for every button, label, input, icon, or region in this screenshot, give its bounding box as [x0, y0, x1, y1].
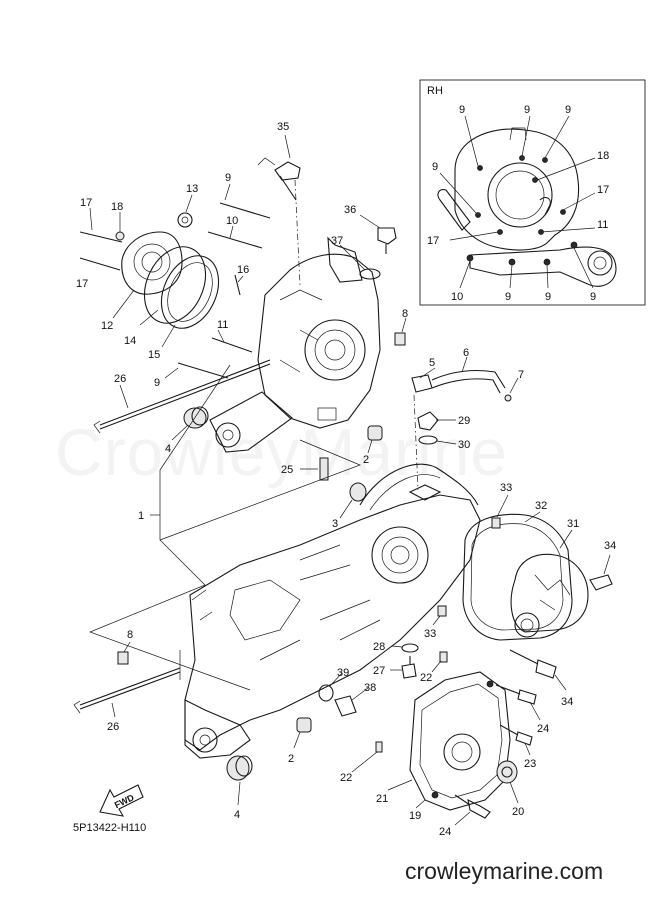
callout-33: 33 — [500, 482, 512, 494]
inset-callout-9-b: 9 — [524, 104, 530, 116]
callout-6: 6 — [463, 347, 469, 359]
sensor-and-oring — [339, 214, 397, 280]
callout-32: 32 — [535, 500, 547, 512]
callout-4: 4 — [165, 443, 171, 455]
callout-18: 18 — [111, 201, 123, 213]
callout-34-lower: 34 — [561, 696, 573, 708]
callout-8: 8 — [402, 308, 408, 320]
rh-inset-cover — [437, 115, 617, 289]
long-bolt-upper — [93, 359, 383, 481]
diagram-code: 5P13422-H110 — [73, 822, 147, 834]
bottom-right-cover — [387, 671, 541, 826]
inset-callout-18: 18 — [597, 150, 609, 162]
callout-14: 14 — [124, 335, 136, 347]
rh-inset-frame — [419, 79, 646, 306]
callout-25: 25 — [281, 464, 293, 476]
callout-21: 21 — [376, 793, 388, 805]
callout-numbers: 35 13 9 17 18 10 36 37 16 17 12 14 15 11… — [76, 104, 616, 838]
callout-38: 38 — [364, 682, 376, 694]
callout-9-lower: 9 — [154, 377, 160, 389]
callout-26: 26 — [114, 373, 126, 385]
callout-8-lower: 8 — [127, 629, 133, 641]
callout-36: 36 — [344, 204, 356, 216]
callout-37: 37 — [331, 235, 343, 247]
right-cover-group — [432, 494, 613, 691]
callout-24: 24 — [537, 723, 549, 735]
assembly-bracket-lines — [89, 364, 361, 691]
dowel-and-fittings — [394, 317, 519, 491]
callout-23: 23 — [524, 758, 536, 770]
inset-callout-17-b: 17 — [427, 235, 439, 247]
inset-callout-9-e: 9 — [505, 291, 511, 303]
callout-11: 11 — [217, 319, 228, 331]
callout-30: 30 — [458, 439, 470, 451]
callout-3: 3 — [332, 518, 338, 530]
callout-12: 12 — [101, 320, 113, 332]
callout-33-lower: 33 — [424, 628, 436, 640]
inset-callout-11: 11 — [597, 219, 608, 231]
callout-16: 16 — [237, 264, 249, 276]
callout-10: 10 — [226, 215, 238, 227]
callout-28: 28 — [373, 641, 385, 653]
website-link[interactable]: crowleymarine.com — [405, 858, 604, 884]
callout-19: 19 — [409, 810, 421, 822]
callout-20: 20 — [512, 806, 524, 818]
callout-5: 5 — [429, 357, 435, 369]
callout-35: 35 — [277, 121, 289, 133]
inset-callout-9-d: 9 — [432, 161, 438, 173]
callout-2: 2 — [363, 454, 369, 466]
callout-39: 39 — [337, 667, 349, 679]
lower-small-parts — [73, 641, 383, 806]
inset-rh-label: RH — [427, 85, 443, 97]
callout-13: 13 — [186, 183, 198, 195]
callout-17-lower: 17 — [76, 278, 88, 290]
callout-15: 15 — [148, 349, 160, 361]
inset-callout-9-a: 9 — [459, 104, 465, 116]
callout-22-lower: 22 — [340, 772, 352, 784]
inset-callout-9-c: 9 — [565, 104, 571, 116]
inset-callout-9-f: 9 — [545, 291, 551, 303]
inset-callout-10: 10 — [451, 291, 463, 303]
callout-24-lower: 24 — [439, 826, 451, 838]
callout-22: 22 — [420, 672, 432, 684]
callout-17: 17 — [80, 197, 92, 209]
callout-7: 7 — [518, 369, 524, 381]
drain-and-dowel-parts — [390, 643, 448, 679]
lower-crankcase — [179, 463, 481, 759]
callout-29: 29 — [458, 415, 470, 427]
callout-4-lower: 4 — [234, 809, 240, 821]
upper-crankcase — [209, 134, 381, 453]
callout-1: 1 — [138, 510, 144, 522]
callout-34: 34 — [604, 540, 616, 552]
callout-27: 27 — [373, 665, 385, 677]
cover-plate-assembly — [79, 183, 271, 379]
callout-26-lower: 26 — [107, 721, 119, 733]
callout-9: 9 — [225, 172, 231, 184]
fwd-label: FWD — [113, 792, 136, 810]
inset-callout-9-g: 9 — [590, 291, 596, 303]
inset-callout-17-a: 17 — [597, 184, 609, 196]
callout-31: 31 — [567, 518, 579, 530]
fwd-arrow-icon: FWD — [99, 784, 144, 817]
callout-2-lower: 2 — [288, 753, 294, 765]
